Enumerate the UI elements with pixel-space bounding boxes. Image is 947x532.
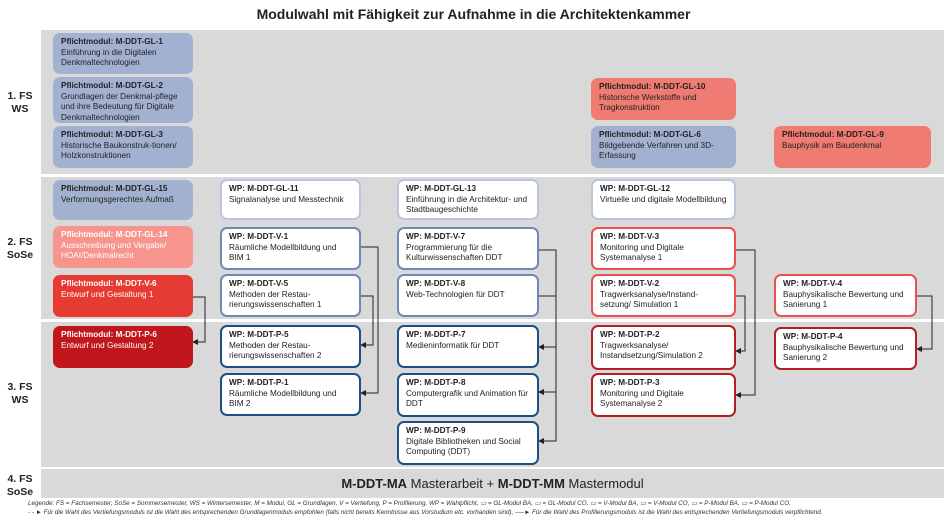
module-text: Einführung in die Architektur- und Stadt…: [406, 194, 528, 215]
module-title: WP: M-DDT-P-7: [406, 330, 466, 339]
module-title: WP: M-DDT-P-2: [600, 330, 660, 339]
module-text: Tragwerksanalyse/Instand-setzung/ Simula…: [600, 289, 698, 310]
module-title: WP: M-DDT-P-3: [600, 378, 660, 387]
module-text: Methoden der Restau-rierungswissenschaft…: [229, 289, 322, 310]
module-gl1[interactable]: Pflichtmodul: M-DDT-GL-1 Einführung in d…: [53, 33, 193, 74]
module-title: WP: M-DDT-P-1: [229, 378, 289, 387]
module-p7[interactable]: WP: M-DDT-P-7 Medieninformatik für DDT: [397, 325, 539, 368]
module-text: Grundlagen der Denkmal-pflege und ihre B…: [61, 91, 178, 122]
module-gl12[interactable]: WP: M-DDT-GL-12 Virtuelle und digitale M…: [591, 179, 736, 220]
module-title: WP: M-DDT-V-8: [406, 279, 466, 288]
module-text: Digitale Bibliotheken und Social Computi…: [406, 436, 521, 457]
module-v8[interactable]: WP: M-DDT-V-8 Web-Technologien für DDT: [397, 274, 539, 317]
module-v1[interactable]: WP: M-DDT-V-1 Räumliche Modellbildung un…: [220, 227, 361, 270]
module-text: Einführung in die Digitalen Denkmaltechn…: [61, 47, 157, 68]
module-text: Verformungsgerechtes Aufmaß: [61, 194, 174, 204]
legend: Legende: FS = Fachsemester, SoSe = Somme…: [28, 500, 943, 517]
module-gl6[interactable]: Pflichtmodul: M-DDT-GL-6 Bildgebende Ver…: [591, 126, 736, 168]
module-title: Pflichtmodul: M-DDT-GL-1: [61, 37, 163, 46]
module-title: WP: M-DDT-V-3: [600, 232, 660, 241]
legend-line-1: Legende: FS = Fachsemester, SoSe = Somme…: [28, 500, 791, 507]
module-text: Web-Technologien für DDT: [406, 289, 505, 299]
module-title: WP: M-DDT-GL-12: [600, 184, 671, 193]
module-text: Bauphysikalische Bewertung und Sanierung…: [783, 342, 904, 363]
module-gl11[interactable]: WP: M-DDT-GL-11 Signalanalyse und Messte…: [220, 179, 361, 220]
module-title: WP: M-DDT-P-4: [783, 332, 843, 341]
module-title: WP: M-DDT-V-1: [229, 232, 289, 241]
module-title: WP: M-DDT-P-9: [406, 426, 466, 435]
module-title: Pflichtmodul: M-DDT-GL-6: [599, 130, 701, 139]
module-gl2[interactable]: Pflichtmodul: M-DDT-GL-2 Grundlagen der …: [53, 77, 193, 123]
module-title: Pflichtmodul: M-DDT-GL-14: [61, 230, 168, 239]
module-text: Tragwerksanalyse/ Instandsetzung/Simulat…: [600, 340, 703, 361]
module-text: Monitoring und Digitale Systemanalyse 2: [600, 388, 684, 409]
module-v3[interactable]: WP: M-DDT-V-3 Monitoring und Digitale Sy…: [591, 227, 736, 270]
module-p1[interactable]: WP: M-DDT-P-1 Räumliche Modellbildung un…: [220, 373, 361, 416]
band-fs4: [41, 469, 944, 498]
module-v6[interactable]: Pflichtmodul: M-DDT-V-6 Entwurf und Gest…: [53, 275, 193, 317]
module-text: Monitoring und Digitale Systemanalyse 1: [600, 242, 684, 263]
module-text: Medieninformatik für DDT: [406, 340, 500, 350]
module-v4[interactable]: WP: M-DDT-V-4 Bauphysikalische Bewertung…: [774, 274, 917, 317]
module-title: WP: M-DDT-V-7: [406, 232, 466, 241]
module-v7[interactable]: WP: M-DDT-V-7 Programmierung für die Kul…: [397, 227, 539, 270]
diagram-title: Modulwahl mit Fähigkeit zur Aufnahme in …: [256, 6, 691, 22]
module-text: Räumliche Modellbildung und BIM 1: [229, 242, 337, 263]
module-text: Räumliche Modellbildung und BIM 2: [229, 388, 337, 409]
module-text: Bauphysikalische Bewertung und Sanierung…: [783, 289, 904, 310]
module-title: WP: M-DDT-GL-13: [406, 184, 477, 193]
module-title: WP: M-DDT-GL-11: [229, 184, 299, 193]
module-text: Virtuelle und digitale Modellbildung: [600, 194, 727, 204]
master-text-2: Mastermodul: [564, 476, 644, 491]
module-gl9[interactable]: Pflichtmodul: M-DDT-GL-9 Bauphysik am Ba…: [774, 126, 931, 168]
module-title: WP: M-DDT-V-5: [229, 279, 289, 288]
module-text: Bauphysik am Baudenkmal: [782, 140, 882, 150]
module-title: WP: M-DDT-V-2: [600, 279, 660, 288]
module-text: Bildgebende Verfahren und 3D-Erfassung: [599, 140, 714, 161]
master-text-1: Masterarbeit +: [407, 476, 498, 491]
legend-line-2: - - ► Für die Wahl des Vertiefungsmoduls…: [28, 508, 823, 516]
module-p3[interactable]: WP: M-DDT-P-3 Monitoring und Digitale Sy…: [591, 373, 736, 417]
module-title: WP: M-DDT-P-5: [229, 330, 289, 339]
module-p9[interactable]: WP: M-DDT-P-9 Digitale Bibliotheken und …: [397, 421, 539, 465]
module-title: Pflichtmodul: M-DDT-GL-9: [782, 130, 884, 139]
module-p2[interactable]: WP: M-DDT-P-2 Tragwerksanalyse/ Instands…: [591, 325, 736, 370]
module-text: Historische Baukonstruk-tionen/ Holzkons…: [61, 140, 177, 161]
module-title: WP: M-DDT-P-8: [406, 378, 466, 387]
module-text: Historische Werkstoffe und Tragkonstrukt…: [599, 92, 697, 113]
module-title: Pflichtmodul: M-DDT-GL-15: [61, 184, 168, 193]
module-v5[interactable]: WP: M-DDT-V-5 Methoden der Restau-rierun…: [220, 274, 361, 317]
module-title: Pflichtmodul: M-DDT-P-6: [61, 330, 157, 339]
module-title: Pflichtmodul: M-DDT-V-6: [61, 279, 157, 288]
master-code-1: M-DDT-MA: [341, 476, 408, 491]
module-p4[interactable]: WP: M-DDT-P-4 Bauphysikalische Bewertung…: [774, 327, 917, 370]
module-gl3[interactable]: Pflichtmodul: M-DDT-GL-3 Historische Bau…: [53, 126, 193, 168]
module-text: Entwurf und Gestaltung 1: [61, 289, 154, 299]
module-text: Entwurf und Gestaltung 2: [61, 340, 154, 350]
module-p5[interactable]: WP: M-DDT-P-5 Methoden der Restau-rierun…: [220, 325, 361, 368]
module-text: Programmierung für die Kulturwissenschaf…: [406, 242, 503, 263]
module-title: WP: M-DDT-V-4: [783, 279, 843, 288]
module-gl10[interactable]: Pflichtmodul: M-DDT-GL-10 Historische We…: [591, 78, 736, 120]
module-title: Pflichtmodul: M-DDT-GL-3: [61, 130, 163, 139]
module-gl13[interactable]: WP: M-DDT-GL-13 Einführung in die Archit…: [397, 179, 539, 220]
module-text: Signalanalyse und Messtechnik: [229, 194, 344, 204]
module-text: Ausschreibung und Vergabe/ HOAI/Denkmalr…: [61, 240, 167, 261]
module-text: Methoden der Restau-rierungswissenschaft…: [229, 340, 322, 361]
master-module: M-DDT-MA Masterarbeit + M-DDT-MM Masterm…: [41, 471, 944, 497]
module-text: Computergrafik und Animation für DDT: [406, 388, 528, 409]
module-gl15[interactable]: Pflichtmodul: M-DDT-GL-15 Verformungsger…: [53, 180, 193, 220]
master-code-2: M-DDT-MM: [497, 476, 565, 491]
module-p6[interactable]: Pflichtmodul: M-DDT-P-6 Entwurf und Gest…: [53, 326, 193, 368]
module-v2[interactable]: WP: M-DDT-V-2 Tragwerksanalyse/Instand-s…: [591, 274, 736, 317]
module-p8[interactable]: WP: M-DDT-P-8 Computergrafik und Animati…: [397, 373, 539, 417]
module-title: Pflichtmodul: M-DDT-GL-10: [599, 82, 706, 91]
module-title: Pflichtmodul: M-DDT-GL-2: [61, 81, 163, 90]
module-gl14[interactable]: Pflichtmodul: M-DDT-GL-14 Ausschreibung …: [53, 226, 193, 268]
